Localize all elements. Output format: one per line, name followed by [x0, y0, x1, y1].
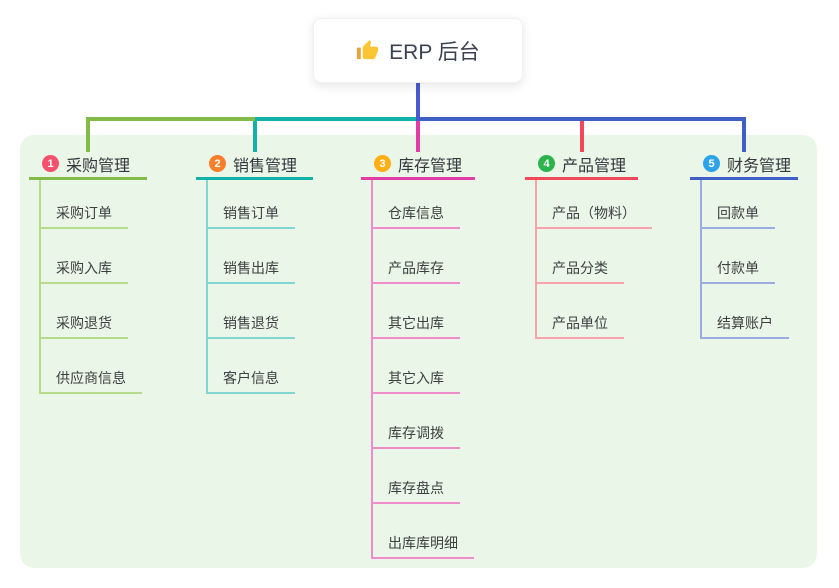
- root-node-label: ERP 后台: [389, 40, 480, 64]
- child-node-1-1[interactable]: 采购订单: [39, 199, 128, 229]
- branch-node-5[interactable]: 5 财务管理: [690, 150, 798, 180]
- branch-tree-line-2: [206, 180, 208, 394]
- child-node-2-4[interactable]: 客户信息: [206, 364, 295, 394]
- rail-segment-middle: [254, 117, 418, 121]
- thumbs-up-icon: [357, 39, 379, 60]
- branch-tree-line-1: [39, 180, 41, 394]
- child-node-3-4[interactable]: 其它入库: [371, 364, 460, 394]
- branch-label-2: 销售管理: [233, 157, 298, 175]
- branch-badge-1: 1: [42, 155, 59, 172]
- branch-label-1: 采购管理: [66, 157, 131, 175]
- child-node-5-3[interactable]: 结算账户: [700, 309, 789, 339]
- branch-tree-line-5: [700, 180, 702, 339]
- branch-tree-line-3: [371, 180, 373, 559]
- child-node-1-2[interactable]: 采购入库: [39, 254, 128, 284]
- child-node-2-1[interactable]: 销售订单: [206, 199, 295, 229]
- root-connector-line: [415, 82, 420, 121]
- child-node-1-4[interactable]: 供应商信息: [39, 364, 142, 394]
- branch-node-3[interactable]: 3 库存管理: [361, 150, 475, 180]
- branch-badge-4: 4: [538, 155, 555, 172]
- branch-label-3: 库存管理: [398, 157, 463, 175]
- rail-segment-right: [417, 117, 746, 121]
- rail-segment-left: [86, 117, 255, 121]
- child-node-1-3[interactable]: 采购退货: [39, 309, 128, 339]
- branches-panel: [20, 135, 817, 568]
- branch-stub-line-3: [416, 117, 420, 152]
- branch-node-1[interactable]: 1 采购管理: [29, 150, 147, 180]
- branch-stub-line-4: [579, 117, 584, 152]
- child-node-2-2[interactable]: 销售出库: [206, 254, 295, 284]
- root-node[interactable]: ERP 后台: [313, 18, 523, 83]
- branch-badge-2: 2: [209, 155, 226, 172]
- branch-stub-line-2: [252, 117, 257, 152]
- child-node-3-7[interactable]: 出库库明细: [371, 529, 474, 559]
- child-node-5-2[interactable]: 付款单: [700, 254, 775, 284]
- child-node-5-1[interactable]: 回款单: [700, 199, 775, 229]
- branch-node-2[interactable]: 2 销售管理: [196, 150, 313, 180]
- branch-stub-line-5: [742, 117, 746, 152]
- branch-node-4[interactable]: 4 产品管理: [525, 150, 638, 180]
- child-node-3-1[interactable]: 仓库信息: [371, 199, 460, 229]
- branch-tree-line-4: [535, 180, 537, 339]
- child-node-2-3[interactable]: 销售退货: [206, 309, 295, 339]
- child-node-3-2[interactable]: 产品库存: [371, 254, 460, 284]
- child-node-3-3[interactable]: 其它出库: [371, 309, 460, 339]
- branch-badge-5: 5: [703, 155, 720, 172]
- branch-stub-line-1: [86, 117, 90, 152]
- child-node-4-2[interactable]: 产品分类: [535, 254, 624, 284]
- branch-label-4: 产品管理: [562, 157, 627, 175]
- child-node-4-1[interactable]: 产品（物料）: [535, 199, 652, 229]
- child-node-4-3[interactable]: 产品单位: [535, 309, 624, 339]
- child-node-3-6[interactable]: 库存盘点: [371, 474, 460, 504]
- branch-badge-3: 3: [374, 155, 391, 172]
- child-node-3-5[interactable]: 库存调拨: [371, 419, 460, 449]
- branch-label-5: 财务管理: [727, 157, 792, 175]
